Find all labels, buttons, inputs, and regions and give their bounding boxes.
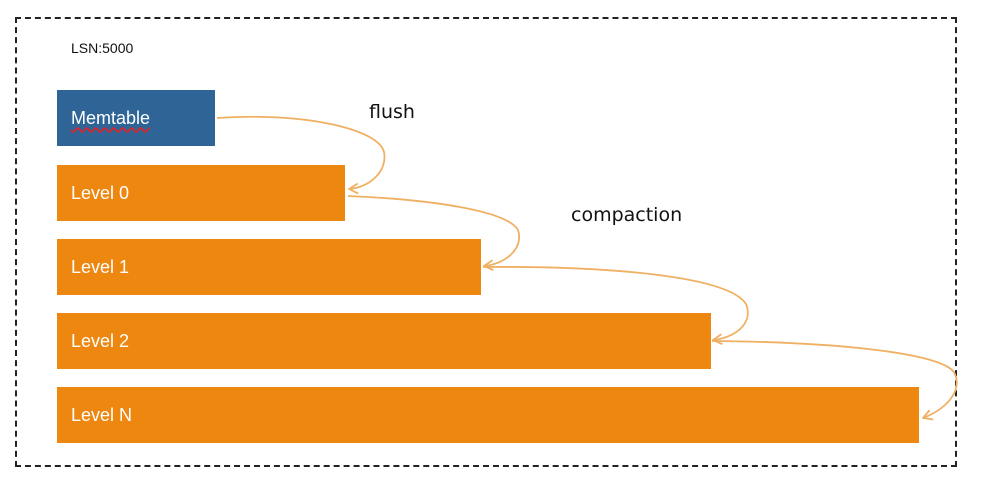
level-n-block: Level N [57,387,919,443]
compaction-arrow-0-to-1 [347,195,521,271]
level-1-block: Level 1 [57,239,481,295]
level-2-block: Level 2 [57,313,711,369]
level-0-label: Level 0 [71,182,130,203]
memtable-block: Memtable [57,90,215,146]
flush-caption: flush [369,101,415,123]
level-1-label: Level 1 [71,256,130,277]
compaction-caption: compaction [571,204,683,226]
level-2-label: Level 2 [71,330,130,351]
compaction-arrow-1-to-2 [482,266,749,345]
level-n-label: Level N [71,404,133,425]
lsn-label: LSN:5000 [71,40,134,56]
level-0-block: Level 0 [57,165,345,221]
flush-arrow [216,115,386,195]
memtable-label: Memtable [71,107,151,128]
diagram-frame [15,17,957,467]
compaction-arrow-2-to-n [711,340,958,421]
